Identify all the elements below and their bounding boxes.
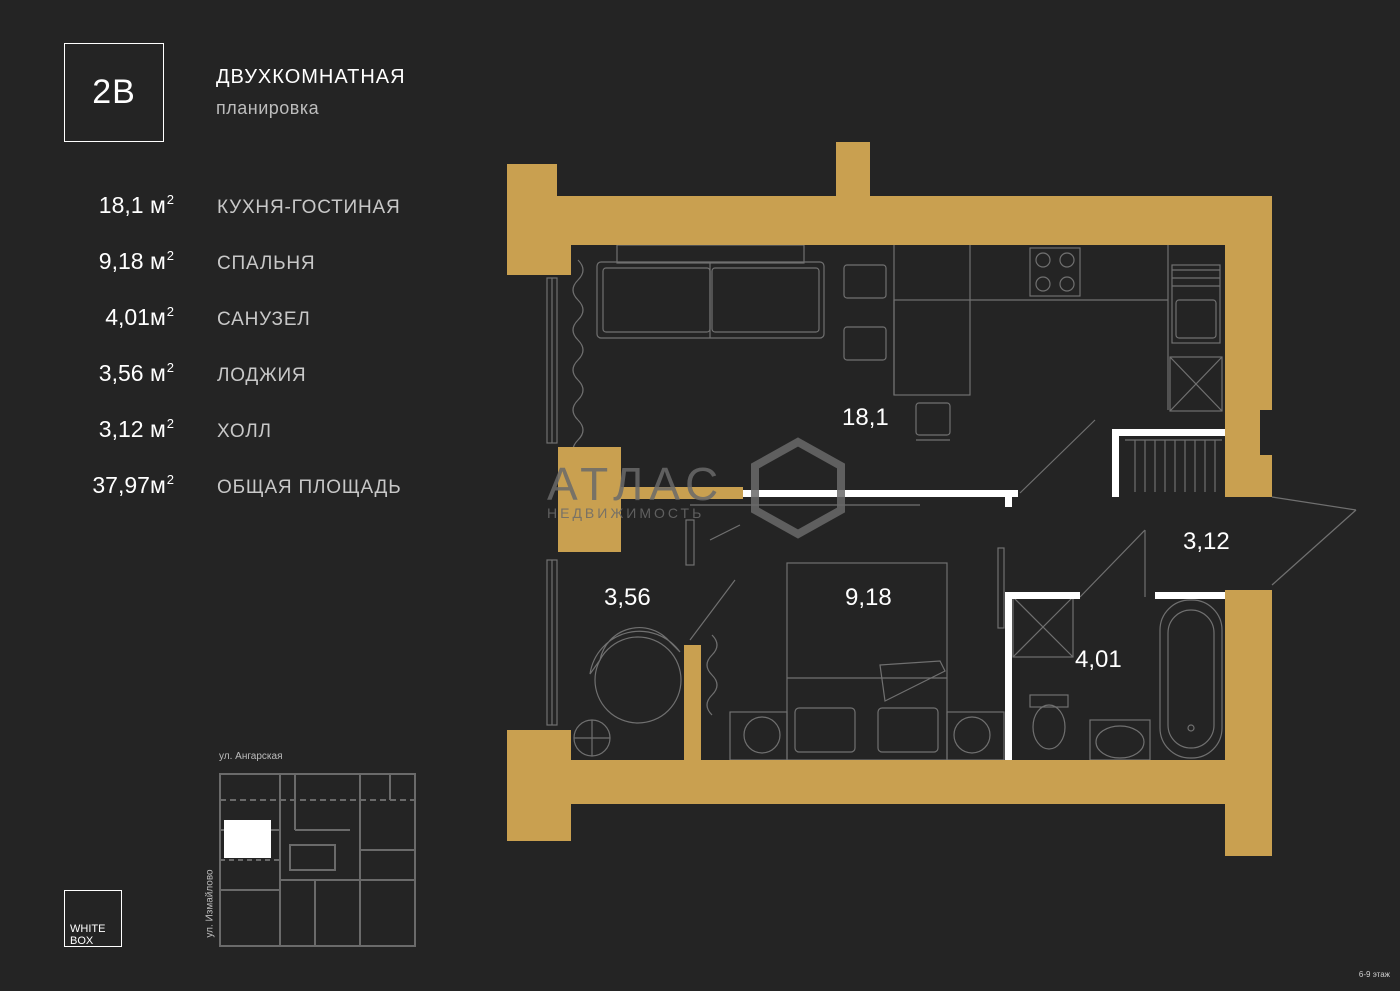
area-name: ХОЛЛ xyxy=(217,421,272,442)
site-plan-unit-highlight xyxy=(224,820,271,858)
hexagon-logo-icon xyxy=(751,437,845,539)
area-name: СПАЛЬНЯ xyxy=(217,253,316,274)
plan-title: ДВУХКОМНАТНАЯ xyxy=(216,66,406,88)
whitebox-line2: BOX xyxy=(70,935,94,947)
area-row-loggia: 3,56 м2 ЛОДЖИЯ xyxy=(0,356,460,412)
street-name-side: ул. Измайлово xyxy=(204,869,216,938)
area-row-total: 37,97м2 ОБЩАЯ ПЛОЩАДЬ xyxy=(0,468,460,524)
watermark: АТЛАС НЕДВИЖИМОСТЬ xyxy=(547,437,845,539)
site-plan xyxy=(219,773,416,947)
area-name: САНУЗЕЛ xyxy=(217,309,311,330)
unit-code: 2B xyxy=(92,73,136,111)
whitebox-line1: WHITE xyxy=(70,923,106,935)
room-label-bedroom: 9,18 xyxy=(845,584,892,611)
plan-subtitle: планировка xyxy=(216,98,320,118)
whitebox-badge: WHITE BOX xyxy=(64,890,122,947)
street-name-top: ул. Ангарская xyxy=(219,751,283,762)
partitions xyxy=(743,429,1225,760)
room-label-kitchen-living: 18,1 xyxy=(842,404,889,431)
area-name: ЛОДЖИЯ xyxy=(217,365,307,386)
room-label-hall: 3,12 xyxy=(1183,528,1230,555)
area-value: 9,18 м2 xyxy=(98,248,174,274)
room-label-loggia: 3,56 xyxy=(604,584,651,611)
area-row-bathroom: 4,01м2 САНУЗЕЛ xyxy=(0,300,460,356)
area-name: ОБЩАЯ ПЛОЩАДЬ xyxy=(217,477,402,498)
watermark-brand: АТЛАС xyxy=(547,458,724,510)
area-row-hall: 3,12 м2 ХОЛЛ xyxy=(0,412,460,468)
area-row-bedroom: 9,18 м2 СПАЛЬНЯ xyxy=(0,244,460,300)
room-label-bathroom: 4,01 xyxy=(1075,646,1122,673)
area-name: КУХНЯ-ГОСТИНАЯ xyxy=(217,197,401,218)
area-list: 18,1 м2 КУХНЯ-ГОСТИНАЯ 9,18 м2 СПАЛЬНЯ 4… xyxy=(0,188,460,524)
area-value: 4,01м2 xyxy=(105,304,174,330)
area-row-kitchen-living: 18,1 м2 КУХНЯ-ГОСТИНАЯ xyxy=(0,188,460,244)
area-value: 18,1 м2 xyxy=(98,192,174,218)
watermark-sub: НЕДВИЖИМОСТЬ xyxy=(547,505,704,521)
area-value: 37,97м2 xyxy=(92,472,174,498)
walls xyxy=(507,142,1272,856)
unit-code-badge: 2B xyxy=(64,43,164,142)
area-value: 3,56 м2 xyxy=(98,360,174,386)
furniture-layer xyxy=(546,244,1357,761)
floor-note: 6-9 этаж xyxy=(1358,970,1390,979)
area-value: 3,12 м2 xyxy=(98,416,174,442)
